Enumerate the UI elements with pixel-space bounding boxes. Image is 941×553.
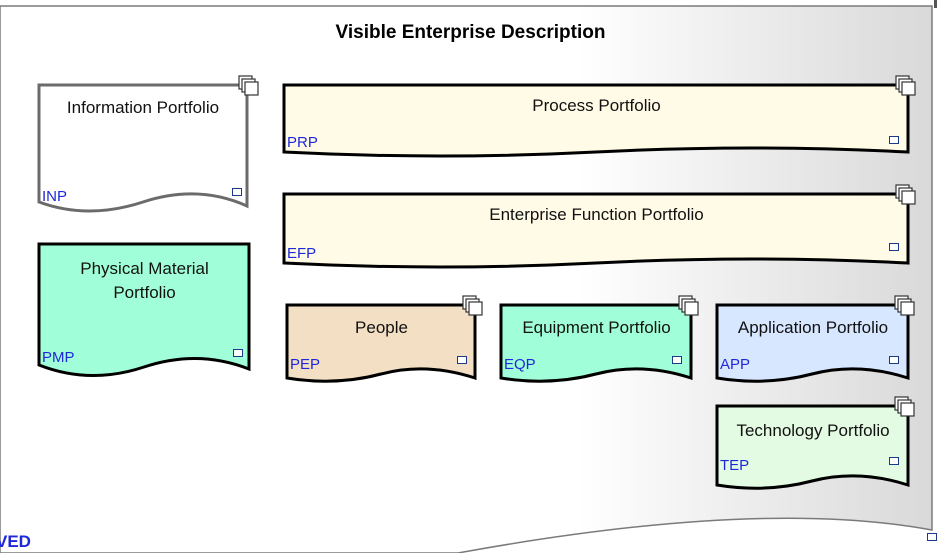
node-code: INP — [42, 188, 68, 205]
stack-icon — [462, 295, 484, 317]
node-label: Application Portfolio — [737, 318, 889, 337]
node-application-portfolio[interactable]: Application Portfolio APP — [715, 295, 915, 384]
diagram-title: Visible Enterprise Description — [335, 22, 606, 43]
expand-icon[interactable] — [232, 188, 242, 196]
node-label: Process Portfolio — [532, 96, 661, 115]
node-label: Enterprise Function Portfolio — [489, 205, 704, 224]
node-physical-material-portfolio[interactable]: Physical Material Portfolio PMP — [37, 242, 251, 378]
node-label: Technology Portfolio — [736, 421, 890, 440]
node-code: APP — [720, 356, 751, 373]
node-information-portfolio[interactable]: Information Portfolio INP — [37, 75, 259, 218]
stack-icon — [238, 75, 260, 97]
node-code: EFP — [287, 245, 317, 262]
node-code: EQP — [504, 356, 536, 373]
node-code: PMP — [42, 349, 75, 366]
node-equipment-portfolio[interactable]: Equipment Portfolio EQP — [499, 295, 699, 384]
node-enterprise-function-portfolio[interactable]: Enterprise Function Portfolio EFP — [282, 184, 916, 269]
node-code: TEP — [720, 457, 750, 474]
stack-icon — [895, 75, 917, 97]
node-label: Physical Material Portfolio — [80, 259, 209, 302]
container-tab — [934, 0, 937, 8]
expand-icon[interactable] — [927, 533, 937, 541]
stack-icon — [894, 396, 916, 418]
node-code: PRP — [287, 134, 318, 151]
node-technology-portfolio[interactable]: Technology Portfolio TEP — [715, 396, 915, 490]
expand-icon[interactable] — [889, 356, 899, 364]
node-label: Equipment Portfolio — [522, 318, 671, 337]
node-people[interactable]: People PEP — [285, 295, 483, 384]
stack-icon — [895, 184, 917, 206]
expand-icon[interactable] — [889, 457, 899, 465]
expand-icon[interactable] — [672, 356, 682, 364]
node-process-portfolio[interactable]: Process Portfolio PRP — [282, 75, 916, 158]
node-label: Information Portfolio — [66, 98, 220, 117]
expand-icon[interactable] — [457, 356, 467, 364]
expand-icon[interactable] — [889, 243, 899, 251]
container-code: VED — [0, 532, 31, 551]
stack-icon — [894, 295, 916, 317]
node-code: PEP — [290, 356, 321, 373]
stack-icon — [678, 295, 700, 317]
node-label: People — [355, 318, 408, 337]
expand-icon[interactable] — [889, 136, 899, 144]
expand-icon[interactable] — [233, 349, 243, 357]
